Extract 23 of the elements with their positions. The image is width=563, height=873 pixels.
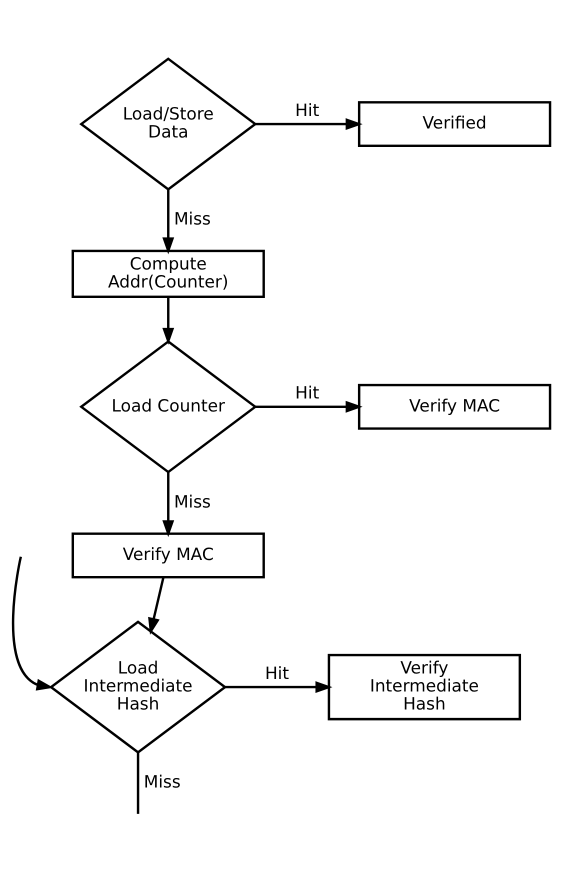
arrow <box>255 400 363 412</box>
node-box: Verify MAC <box>72 532 265 578</box>
node-box: Verified <box>358 100 552 147</box>
edge-label: Miss <box>144 771 181 792</box>
arrow <box>162 296 174 344</box>
arrow <box>162 472 174 537</box>
edge-label: Miss <box>174 208 211 228</box>
node-diamond: Load/Store Data <box>79 56 258 190</box>
node-box: Verify MAC <box>358 383 552 430</box>
arrow <box>12 556 54 690</box>
arrow <box>225 680 332 693</box>
edge-label: Miss <box>174 490 211 511</box>
arrow <box>162 189 174 254</box>
node-box: Compute Addr(Counter) <box>72 249 265 298</box>
edge-label: Hit <box>295 99 320 120</box>
node-diamond: Load Counter <box>79 340 258 474</box>
arrow <box>255 118 363 130</box>
connector <box>136 752 140 814</box>
edge-label: Hit <box>295 382 320 402</box>
edge-label: Hit <box>264 662 290 682</box>
node-diamond: Load Intermediate Hash <box>49 620 228 754</box>
arrow <box>148 576 165 634</box>
node-box: Verify Intermediate Hash <box>328 653 522 720</box>
